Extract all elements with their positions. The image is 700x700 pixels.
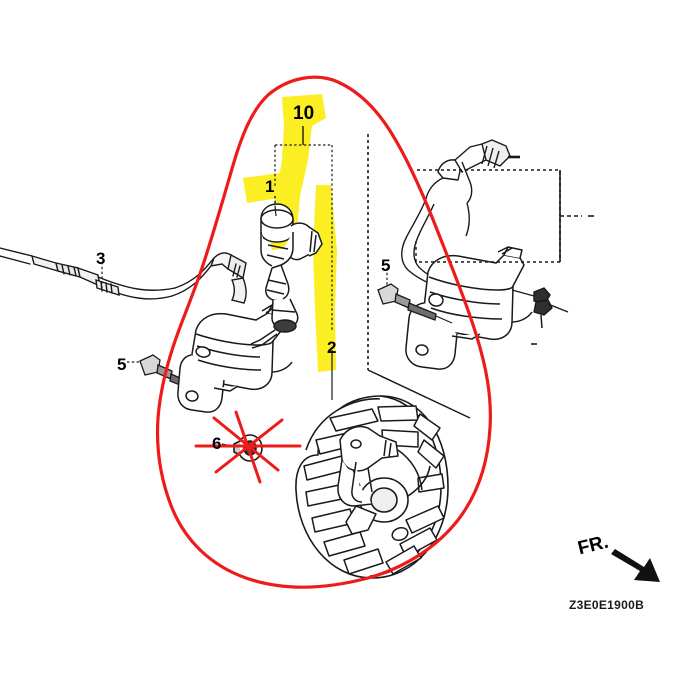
callout-6: 6 (212, 434, 222, 453)
ignition-coil-right-body (405, 246, 533, 370)
leader-1-tail (274, 205, 277, 217)
wire-clip (511, 287, 569, 329)
callout-2: 2 (327, 338, 337, 357)
highlight-callout-2 (313, 185, 337, 372)
callout-leader-lines (101, 126, 388, 448)
highlight-callout-1 (243, 172, 292, 203)
callout-5-left: 5 (117, 355, 127, 374)
mounting-bolt-right-part-5 (377, 283, 453, 324)
orientation-arrow-icon (611, 549, 660, 582)
red-selection-outline (155, 75, 492, 589)
flywheel-magnet-assembly (337, 425, 423, 542)
spark-plug-cap-part-1 (250, 203, 323, 349)
part-number-label: Z3E0E1900B (569, 598, 645, 612)
right-reference-box (415, 155, 594, 345)
callout-5-right: 5 (381, 256, 391, 275)
panel-divider-diagonal (367, 369, 471, 419)
red-cross-out-mark (194, 410, 302, 484)
leader-10-bracket (274, 144, 333, 330)
callout-10: 10 (293, 103, 315, 124)
callout-3: 3 (96, 249, 106, 268)
ignition-cable-part-3 (0, 247, 247, 304)
callout-1: 1 (265, 177, 275, 196)
